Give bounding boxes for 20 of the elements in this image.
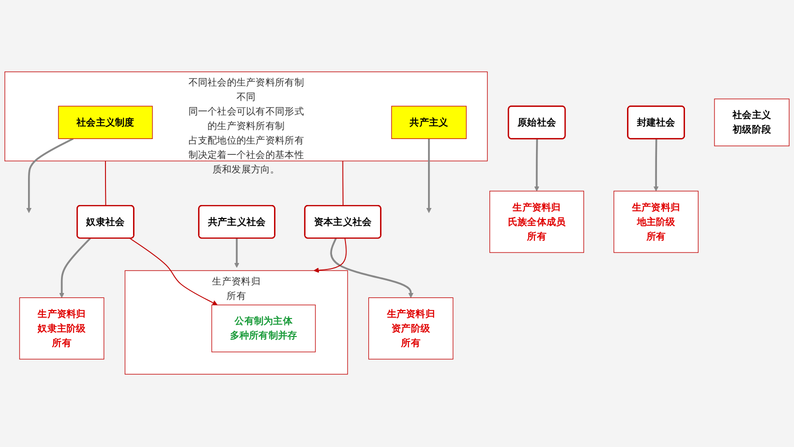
node-label: 质和发展方向。 (212, 164, 280, 176)
node-box: 公有制为主体 多种所有制并存 (211, 305, 316, 353)
node-box: 生产资料归 地主阶级 所有 (614, 191, 698, 254)
node-box: 生产资料归 资产阶级 所有 (368, 298, 454, 360)
arrow (26, 138, 74, 214)
arrow (330, 238, 414, 298)
arrow (653, 139, 659, 192)
connector (104, 161, 106, 207)
arrow (234, 238, 240, 268)
arrow (129, 238, 218, 306)
connector (342, 161, 344, 207)
arrow (426, 139, 432, 214)
arrow (314, 238, 347, 274)
node-box: 社会主义 初级阶段 (714, 99, 790, 147)
arrow (59, 238, 91, 298)
node-box: 生产资料归 奴隶主阶级 所有 (19, 298, 104, 360)
node-box: 社会主义制度 (58, 106, 153, 140)
node-box: 生产资料归 氏族全体成员 所有 (489, 191, 584, 254)
node-box: 共产主义 (391, 106, 467, 140)
arrow (534, 139, 540, 192)
